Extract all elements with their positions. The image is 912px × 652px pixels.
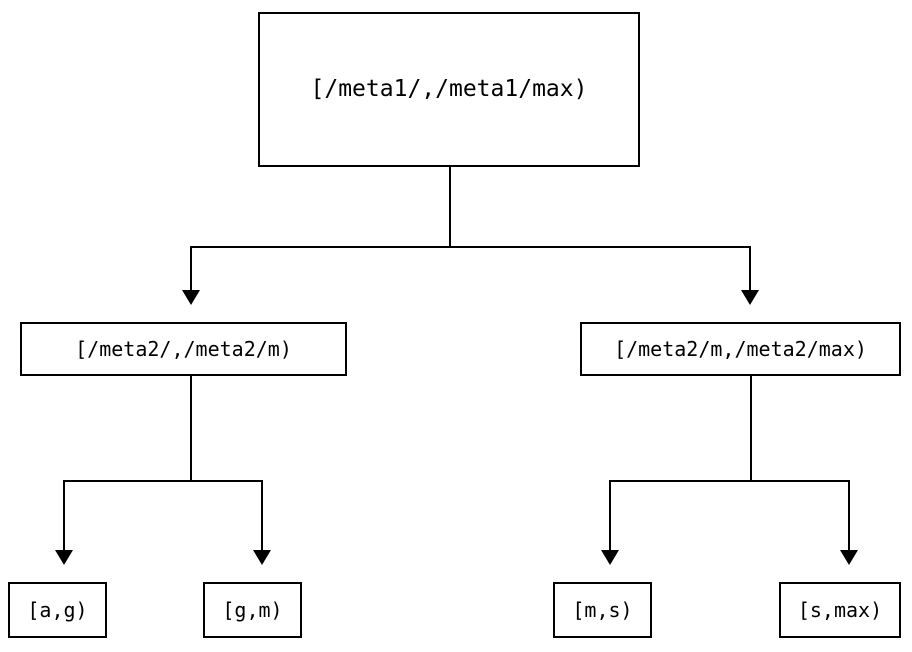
arrowhead-icon-root-to-mid-right [741, 290, 759, 305]
edge-root-to-mid-left-drop [190, 246, 192, 290]
tree-node-root[interactable]: [/meta1/,/meta1/max) [258, 12, 640, 167]
edge-root-horizontal-bar [190, 246, 751, 248]
arrowhead-icon-mid-left-to-leaf-1 [55, 550, 73, 565]
tree-node-leaf-3-label: [m,s) [572, 598, 633, 622]
tree-node-leaf-1[interactable]: [a,g) [8, 582, 107, 638]
edge-mid-left-horizontal-bar [63, 480, 263, 482]
edge-mid-right-stem [750, 376, 752, 482]
tree-node-mid-right-label: [/meta2/m,/meta2/max) [614, 337, 867, 361]
tree-node-leaf-4[interactable]: [s,max) [779, 582, 901, 638]
tree-node-root-label: [/meta1/,/meta1/max) [310, 76, 588, 102]
tree-node-leaf-3[interactable]: [m,s) [553, 582, 652, 638]
edge-root-stem [449, 167, 451, 248]
edge-mid-left-stem [190, 376, 192, 482]
edge-mid-left-to-leaf-1-drop [63, 480, 65, 550]
tree-node-leaf-2-label: [g,m) [222, 598, 283, 622]
tree-node-leaf-4-label: [s,max) [797, 598, 883, 622]
tree-node-leaf-2[interactable]: [g,m) [203, 582, 302, 638]
arrowhead-icon-root-to-mid-left [182, 290, 200, 305]
edge-mid-right-horizontal-bar [609, 480, 850, 482]
edge-mid-right-to-leaf-3-drop [609, 480, 611, 550]
arrowhead-icon-mid-right-to-leaf-4 [840, 550, 858, 565]
tree-node-mid-left[interactable]: [/meta2/,/meta2/m) [20, 322, 347, 376]
tree-node-mid-left-label: [/meta2/,/meta2/m) [75, 337, 292, 361]
arrowhead-icon-mid-right-to-leaf-3 [601, 550, 619, 565]
edge-mid-right-to-leaf-4-drop [848, 480, 850, 550]
tree-node-mid-right[interactable]: [/meta2/m,/meta2/max) [580, 322, 901, 376]
edge-mid-left-to-leaf-2-drop [261, 480, 263, 550]
edge-root-to-mid-right-drop [749, 246, 751, 290]
tree-node-leaf-1-label: [a,g) [27, 598, 88, 622]
arrowhead-icon-mid-left-to-leaf-2 [253, 550, 271, 565]
